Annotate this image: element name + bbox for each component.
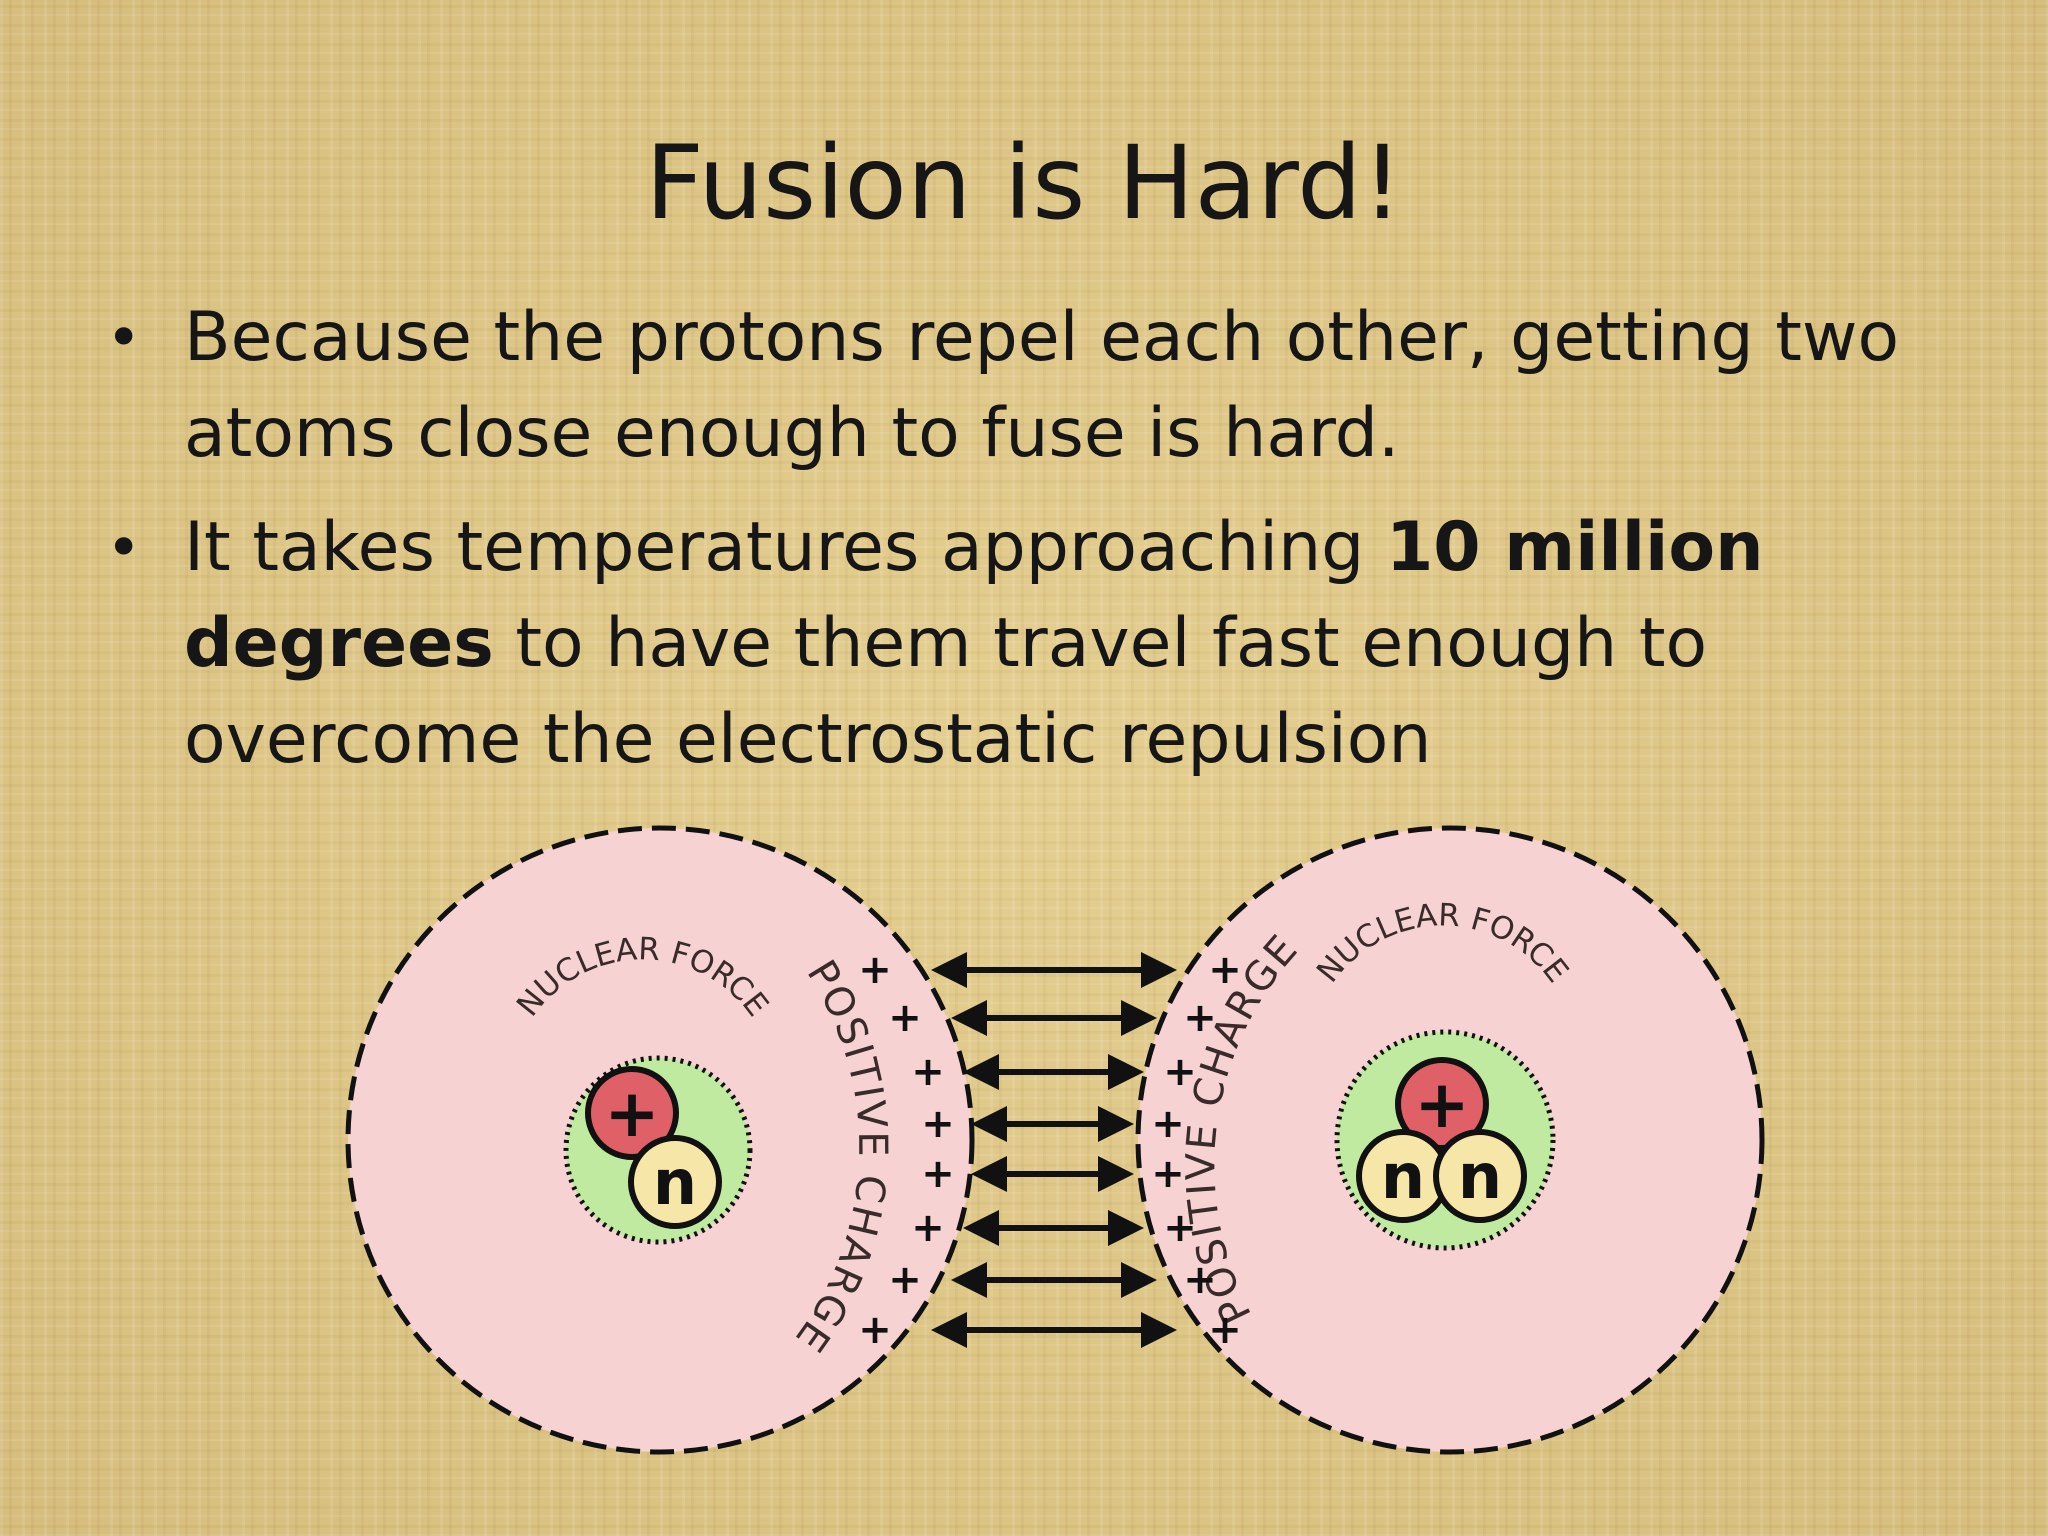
plus-sign: +	[888, 995, 922, 1041]
right-neutron-2: n	[1433, 1129, 1527, 1223]
plus-sign: +	[1151, 1151, 1185, 1197]
plus-sign: +	[858, 1307, 892, 1353]
repulsion-arrows	[931, 952, 1177, 1348]
svg-text:n: n	[1458, 1140, 1502, 1213]
svg-text:n: n	[1381, 1140, 1425, 1213]
plus-sign: +	[1183, 1257, 1217, 1303]
plus-sign: +	[921, 1151, 955, 1197]
bullet-item-1: • Because the protons repel each other, …	[100, 290, 2000, 482]
plus-sign: +	[1163, 1049, 1197, 1095]
plus-sign: +	[1208, 947, 1242, 993]
bullet-dot-icon: •	[106, 303, 142, 373]
plus-sign: +	[1163, 1205, 1197, 1251]
bullet-list: • Because the protons repel each other, …	[100, 290, 2000, 806]
bullet-text-1: Because the protons repel each other, ge…	[184, 298, 1900, 473]
svg-text:n: n	[653, 1146, 697, 1219]
bullet-text-2-end: to have them travel fast enough to overc…	[184, 604, 1708, 779]
bullet-text-2-start: It takes temperatures approaching	[184, 508, 1386, 587]
slide-title: Fusion is Hard!	[645, 124, 1403, 243]
bullet-text-2-bold: 10 million degrees	[184, 508, 1764, 683]
bullet-dot-icon: •	[106, 513, 142, 583]
fusion-diagram: NUCLEAR FORCE + n POSITIVE CHARGE NUCLEA…	[320, 810, 1770, 1470]
plus-sign: +	[921, 1101, 955, 1147]
plus-sign: +	[888, 1257, 922, 1303]
bullet-item-2: • It takes temperatures approaching 10 m…	[100, 500, 2000, 788]
right-positive-charges: + + + + + + + +	[1151, 947, 1242, 1353]
plus-sign: +	[911, 1205, 945, 1251]
plus-sign: +	[911, 1049, 945, 1095]
plus-sign: +	[1151, 1101, 1185, 1147]
plus-sign: +	[1208, 1307, 1242, 1353]
right-proton: +	[1395, 1057, 1489, 1151]
plus-sign: +	[1183, 995, 1217, 1041]
svg-text:+: +	[1414, 1066, 1469, 1143]
fusion-diagram-svg: NUCLEAR FORCE + n POSITIVE CHARGE NUCLEA…	[345, 825, 1765, 1455]
left-neutron: n	[628, 1135, 722, 1229]
plus-sign: +	[858, 947, 892, 993]
left-positive-charges: + + + + + + + +	[858, 947, 955, 1353]
left-proton: +	[585, 1066, 679, 1160]
svg-text:+: +	[604, 1075, 659, 1152]
